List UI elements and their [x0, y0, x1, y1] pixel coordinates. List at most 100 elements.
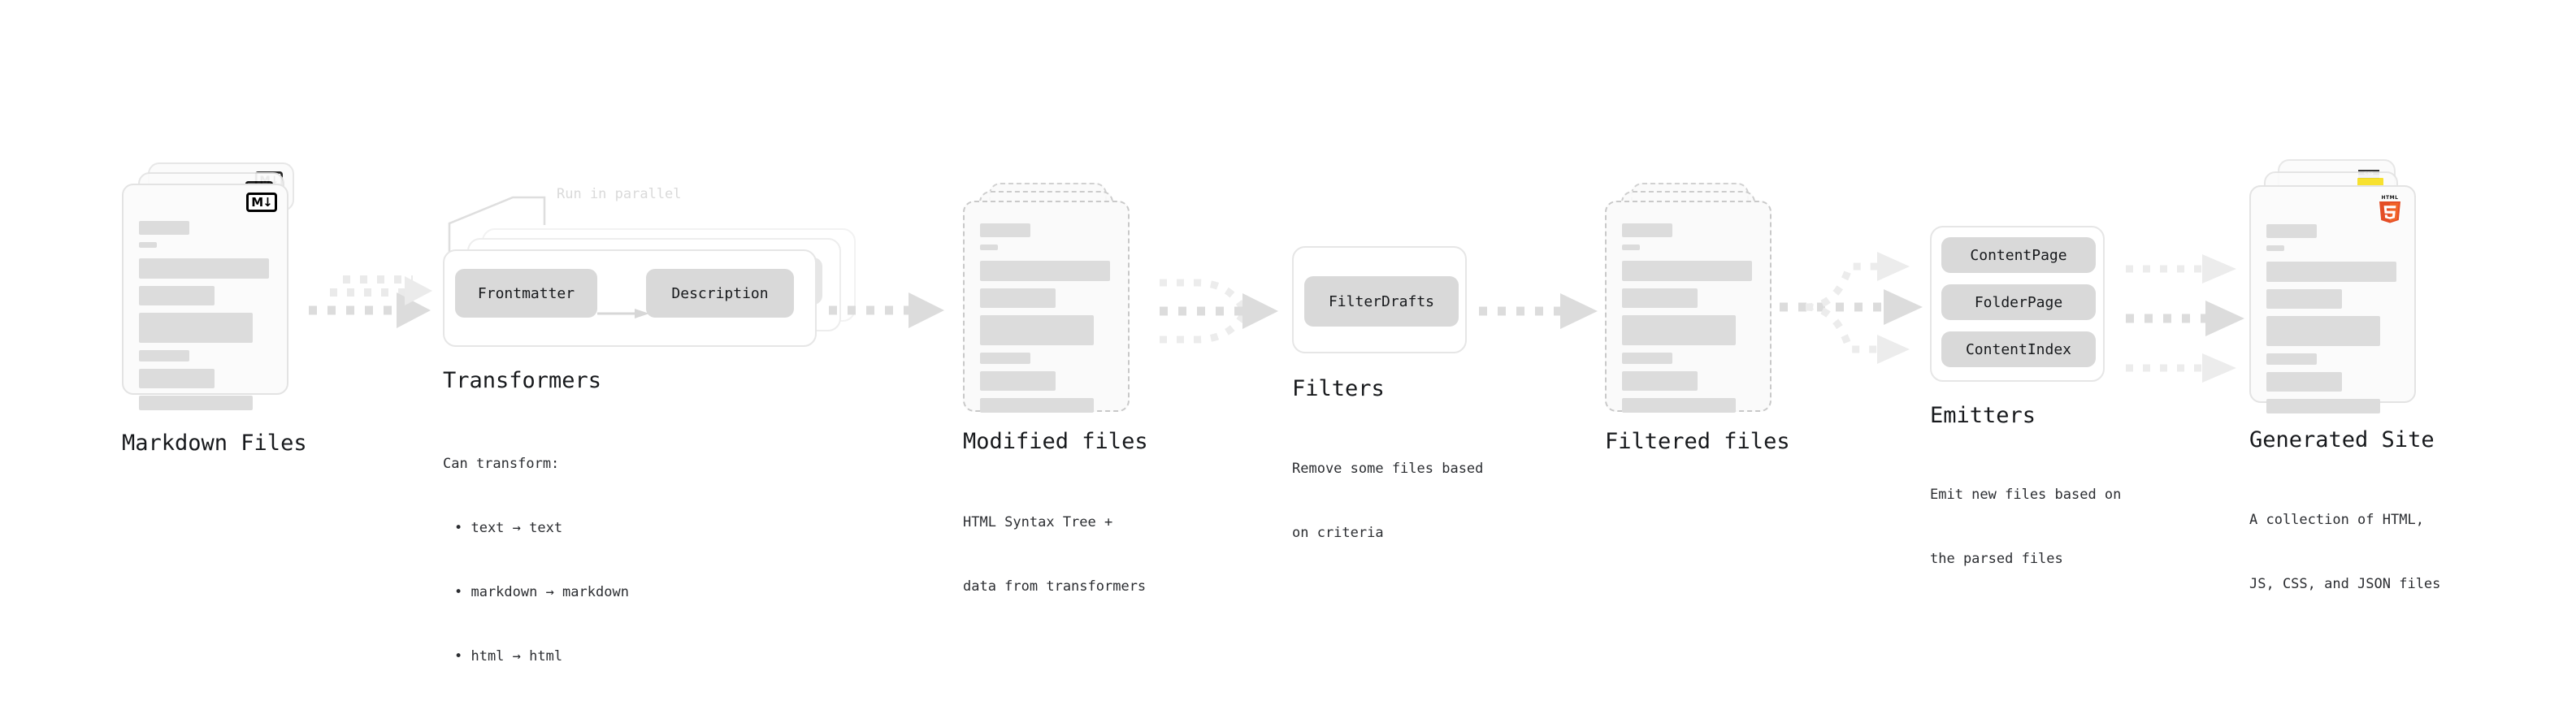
stage-markdown-files: M↓ M↓ M↓ Markdown Files — [122, 162, 309, 456]
skeleton-bar — [139, 242, 157, 248]
modified-desc-line-1: HTML Syntax Tree + — [963, 513, 1113, 530]
skeleton-bar — [139, 286, 215, 305]
stage-title-transformers: Transformers — [443, 368, 602, 393]
filters-desc-line-1: Remove some files based — [1292, 460, 1484, 477]
skeleton-bar — [139, 258, 269, 279]
stage-title-generated: Generated Site — [2249, 427, 2435, 452]
skeleton-bar — [2266, 245, 2284, 251]
doc-skeleton-body — [2266, 224, 2401, 421]
markdown-icon: M↓ — [246, 193, 277, 212]
modified-description: HTML Syntax Tree + data from transformer… — [963, 469, 1146, 640]
skeleton-bar — [1622, 288, 1698, 308]
transformers-desc-heading: Can transform: — [443, 455, 560, 472]
doc-skeleton-body — [980, 223, 1115, 420]
modified-doc-front — [963, 201, 1130, 413]
skeleton-bar — [2266, 316, 2380, 346]
svg-text:HTML: HTML — [2382, 195, 2399, 201]
arrow-transformers-to-modified — [829, 292, 944, 328]
stage-title-filters: Filters — [1292, 376, 1385, 401]
transformer-pill-frontmatter[interactable]: Frontmatter — [455, 269, 597, 318]
emitters-desc-line-1: Emit new files based on — [1930, 486, 2122, 503]
emitter-pill-folderpage[interactable]: FolderPage — [1941, 284, 2096, 320]
filter-pill-filterdrafts[interactable]: FilterDrafts — [1304, 276, 1459, 327]
filters-box: FilterDrafts — [1292, 246, 1467, 353]
skeleton-bar — [980, 353, 1030, 364]
transformers-desc-item: • text → text — [454, 519, 563, 536]
stage-filtered-files: Filtered files — [1605, 183, 1792, 454]
html5-icon: HTML — [2376, 193, 2404, 226]
emitter-pill-label: FolderPage — [1974, 293, 2063, 311]
modified-doc-stack — [963, 183, 1150, 418]
skeleton-bar — [139, 313, 253, 343]
run-in-parallel-label: Run in parallel — [557, 186, 682, 202]
skeleton-bar — [1622, 371, 1698, 391]
doc-skeleton-body — [139, 221, 274, 418]
skeleton-bar — [139, 369, 215, 388]
stage-generated-site: CSS HTML — [2249, 159, 2440, 592]
transformer-box-front: Frontmatter Description — [443, 249, 817, 347]
skeleton-bar — [1622, 353, 1672, 364]
skeleton-bar — [1622, 245, 1640, 250]
arrow-filters-to-filtered — [1479, 293, 1598, 329]
emitter-pill-contentpage[interactable]: ContentPage — [1941, 237, 2096, 273]
generated-doc-front: HTML — [2249, 185, 2416, 413]
markdown-doc-stack: M↓ M↓ M↓ — [122, 162, 309, 422]
skeleton-bar — [2266, 353, 2317, 365]
transformers-desc-item: • markdown → markdown — [454, 583, 629, 600]
emitter-pill-contentindex[interactable]: ContentIndex — [1941, 331, 2096, 367]
transformer-pill-description[interactable]: Description — [646, 269, 794, 318]
skeleton-bar — [980, 371, 1056, 391]
stage-title-filtered: Filtered files — [1605, 429, 1790, 454]
filter-pill-label: FilterDrafts — [1328, 292, 1435, 310]
generated-doc-stack: CSS HTML — [2249, 159, 2436, 419]
transformers-desc-item: • html → html — [454, 647, 563, 665]
transformer-pill-label: Frontmatter — [477, 284, 575, 302]
skeleton-bar — [1622, 398, 1736, 413]
stage-title-markdown: Markdown Files — [122, 431, 307, 456]
stage-title-modified: Modified files — [963, 429, 1148, 454]
skeleton-bar — [2266, 372, 2342, 392]
skeleton-bar — [2266, 399, 2380, 413]
markdown-doc-front: M↓ — [122, 184, 288, 410]
emitters-description: Emit new files based on the parsed files — [1930, 441, 2121, 613]
skeleton-bar — [2266, 262, 2396, 282]
modified-desc-line-2: data from transformers — [963, 578, 1147, 595]
skeleton-bar — [980, 223, 1030, 237]
transformer-pill-label: Description — [671, 284, 769, 302]
skeleton-bar — [139, 221, 189, 235]
arrow-filtered-to-emitters — [1780, 252, 1923, 364]
generated-desc-line-1: A collection of HTML, — [2249, 511, 2424, 528]
emitter-pill-label: ContentIndex — [1965, 340, 2072, 358]
filters-desc-line-2: on criteria — [1292, 524, 1384, 541]
skeleton-bar — [980, 245, 998, 250]
stage-emitters: ContentPage FolderPage ContentIndex Emit… — [1930, 226, 2121, 567]
stage-title-emitters: Emitters — [1930, 403, 2036, 428]
skeleton-bar — [2266, 224, 2317, 238]
generated-description: A collection of HTML, JS, CSS, and JSON … — [2249, 466, 2440, 638]
skeleton-bar — [1622, 261, 1752, 281]
filters-description: Remove some files based on criteria — [1292, 415, 1483, 587]
arrow-emitters-to-generated — [2126, 254, 2244, 383]
filtered-doc-stack — [1605, 183, 1792, 418]
skeleton-bar — [980, 261, 1110, 281]
emitters-desc-line-2: the parsed files — [1930, 550, 2063, 567]
skeleton-bar — [1622, 315, 1736, 345]
skeleton-bar — [980, 398, 1094, 413]
skeleton-bar — [1622, 223, 1672, 237]
arrow-markdown-to-transformers — [309, 275, 432, 328]
filtered-doc-front — [1605, 201, 1772, 413]
generated-desc-line-2: JS, CSS, and JSON files — [2249, 575, 2441, 592]
doc-skeleton-body — [1622, 223, 1757, 420]
transformers-description: Can transform: • text → text • markdown … — [443, 410, 629, 710]
skeleton-bar — [139, 350, 189, 361]
stage-filters: FilterDrafts Filters Remove some files b… — [1292, 246, 1483, 541]
emitter-pill-label: ContentPage — [1970, 246, 2067, 264]
run-in-parallel-bracket — [448, 196, 546, 252]
skeleton-bar — [980, 315, 1094, 345]
transformer-internal-arrow-main — [597, 309, 649, 318]
arrow-modified-to-filters — [1160, 279, 1278, 344]
skeleton-bar — [980, 288, 1056, 308]
skeleton-bar — [139, 396, 253, 410]
skeleton-bar — [2266, 289, 2342, 309]
emitters-box: ContentPage FolderPage ContentIndex — [1930, 226, 2105, 382]
